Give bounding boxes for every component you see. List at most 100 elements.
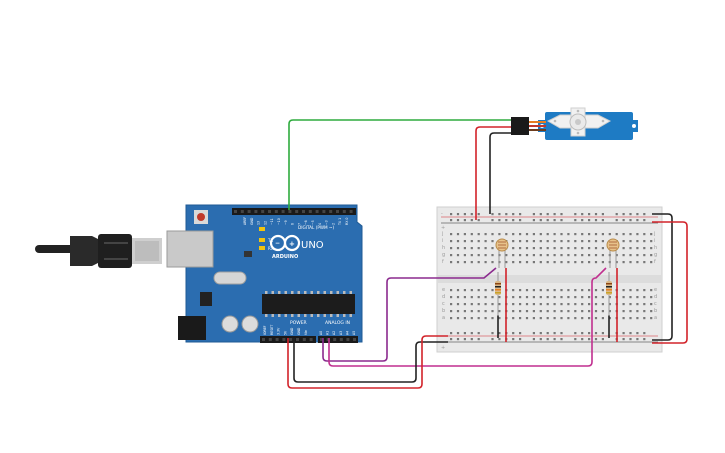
breadboard-hole[interactable] <box>525 289 529 292</box>
rail-hole[interactable] <box>505 213 508 216</box>
breadboard-hole[interactable] <box>525 240 529 243</box>
breadboard-hole[interactable] <box>588 296 591 299</box>
breadboard-hole[interactable] <box>470 289 473 292</box>
breadboard-hole[interactable] <box>594 310 598 313</box>
rail-hole[interactable] <box>581 219 584 222</box>
breadboard-hole[interactable] <box>456 310 460 313</box>
breadboard-hole[interactable] <box>456 254 460 257</box>
breadboard-hole[interactable] <box>601 247 604 250</box>
breadboard-hole[interactable] <box>456 296 460 299</box>
breadboard-hole[interactable] <box>532 310 535 313</box>
rail-hole[interactable] <box>512 213 515 216</box>
breadboard-hole[interactable] <box>574 317 577 320</box>
breadboard-hole[interactable] <box>477 254 480 257</box>
breadboard-hole[interactable] <box>650 303 653 306</box>
header-hole[interactable] <box>322 210 326 213</box>
rail-hole[interactable] <box>546 338 549 341</box>
breadboard-hole[interactable] <box>491 261 494 264</box>
breadboard-hole[interactable] <box>629 240 632 243</box>
header-hole[interactable] <box>302 210 305 213</box>
wire-black-servo[interactable] <box>489 132 511 214</box>
header-hole[interactable] <box>320 338 323 341</box>
rail-hole[interactable] <box>594 213 598 216</box>
breadboard-hole[interactable] <box>463 233 466 236</box>
breadboard-hole[interactable] <box>567 303 570 306</box>
rail-hole[interactable] <box>463 219 466 222</box>
breadboard-hole[interactable] <box>581 247 584 250</box>
rail-hole[interactable] <box>629 338 632 341</box>
breadboard-hole[interactable] <box>539 247 542 250</box>
rail-hole[interactable] <box>491 332 494 335</box>
breadboard-hole[interactable] <box>539 310 542 313</box>
breadboard-hole[interactable] <box>450 233 453 236</box>
breadboard-hole[interactable] <box>636 310 639 313</box>
breadboard-hole[interactable] <box>567 233 570 236</box>
breadboard-hole[interactable] <box>643 310 646 313</box>
breadboard-hole[interactable] <box>484 296 487 299</box>
breadboard-hole[interactable] <box>484 261 487 264</box>
breadboard-hole[interactable] <box>456 240 460 243</box>
breadboard-hole[interactable] <box>450 296 453 299</box>
breadboard-hole[interactable] <box>512 240 515 243</box>
breadboard-hole[interactable] <box>539 296 542 299</box>
breadboard-hole[interactable] <box>463 296 466 299</box>
rail-hole[interactable] <box>636 213 639 216</box>
breadboard-hole[interactable] <box>539 233 542 236</box>
breadboard-hole[interactable] <box>622 303 625 306</box>
rail-hole[interactable] <box>470 332 473 335</box>
rail-hole[interactable] <box>622 219 625 222</box>
breadboard-hole[interactable] <box>553 303 556 306</box>
photoresistor-1[interactable] <box>495 238 509 268</box>
breadboard-hole[interactable] <box>498 317 501 320</box>
rail-hole[interactable] <box>574 332 577 335</box>
breadboard-hole[interactable] <box>470 240 473 243</box>
breadboard-hole[interactable] <box>484 233 487 236</box>
rail-hole[interactable] <box>498 213 501 216</box>
breadboard-hole[interactable] <box>477 317 480 320</box>
breadboard-hole[interactable] <box>532 303 535 306</box>
rail-hole[interactable] <box>553 219 556 222</box>
header-hole[interactable] <box>302 338 306 341</box>
header-hole[interactable] <box>349 210 353 213</box>
rail-hole[interactable] <box>622 213 625 216</box>
breadboard-hole[interactable] <box>622 261 625 264</box>
rail-hole[interactable] <box>519 332 522 335</box>
breadboard-hole[interactable] <box>643 303 646 306</box>
breadboard-hole[interactable] <box>588 247 591 250</box>
breadboard-hole[interactable] <box>560 247 563 250</box>
breadboard-hole[interactable] <box>629 303 632 306</box>
rail-hole[interactable] <box>477 219 480 222</box>
breadboard-hole[interactable] <box>470 317 473 320</box>
breadboard-hole[interactable] <box>546 289 549 292</box>
breadboard-hole[interactable] <box>512 317 515 320</box>
breadboard-hole[interactable] <box>636 261 639 264</box>
wire-red-5v[interactable] <box>287 335 448 389</box>
breadboard-hole[interactable] <box>546 261 549 264</box>
header-hole[interactable] <box>339 338 343 341</box>
breadboard-hole[interactable] <box>463 247 466 250</box>
rail-hole[interactable] <box>463 338 466 341</box>
breadboard-hole[interactable] <box>594 247 598 250</box>
resistor-2[interactable] <box>606 272 612 316</box>
breadboard-hole[interactable] <box>450 310 453 313</box>
breadboard-hole[interactable] <box>560 317 563 320</box>
breadboard-hole[interactable] <box>588 310 591 313</box>
wire-red-rail-right[interactable] <box>652 221 688 344</box>
breadboard-hole[interactable] <box>622 289 625 292</box>
breadboard-hole[interactable] <box>519 254 522 257</box>
rail-hole[interactable] <box>560 332 563 335</box>
header-hole[interactable] <box>308 210 312 213</box>
header-hole[interactable] <box>254 210 258 213</box>
breadboard-hole[interactable] <box>553 247 556 250</box>
servo-connector[interactable] <box>511 117 546 135</box>
rail-hole[interactable] <box>588 219 591 222</box>
rail-hole[interactable] <box>643 332 646 335</box>
breadboard-hole[interactable] <box>450 254 453 257</box>
breadboard-hole[interactable] <box>622 317 625 320</box>
header-hole[interactable] <box>268 210 271 213</box>
breadboard-hole[interactable] <box>491 233 494 236</box>
breadboard-hole[interactable] <box>643 254 646 257</box>
breadboard-hole[interactable] <box>567 289 570 292</box>
breadboard-hole[interactable] <box>477 303 480 306</box>
breadboard-hole[interactable] <box>601 310 604 313</box>
